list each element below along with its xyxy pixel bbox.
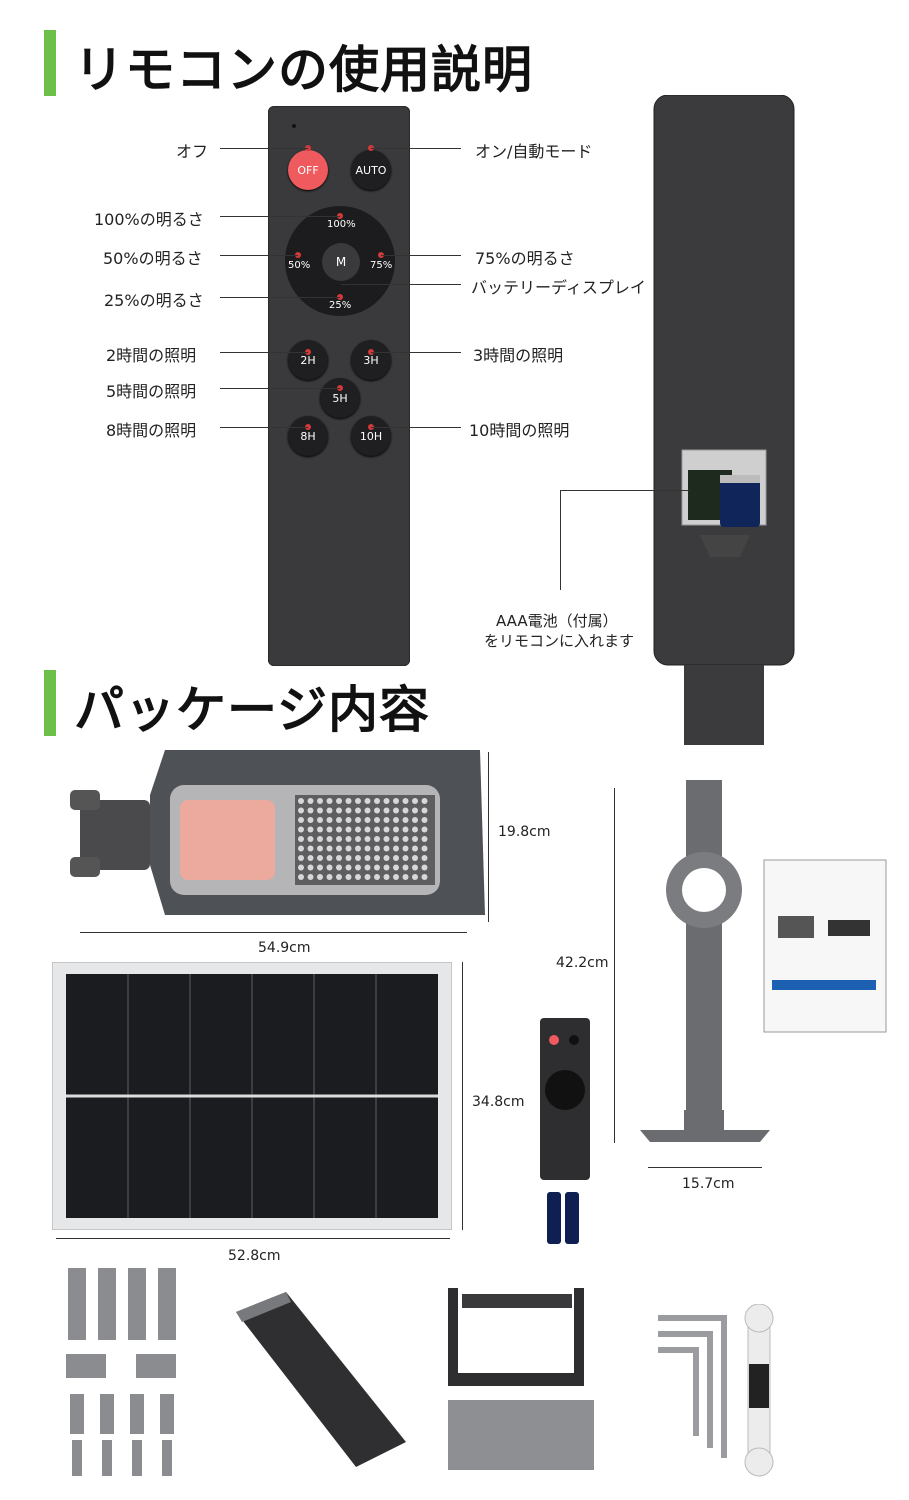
section-title-remote: リモコンの使用説明 <box>74 41 533 99</box>
battery-display-button: M <box>322 243 360 281</box>
label-5h: 5時間の照明 <box>106 382 197 401</box>
label-50: 50%の明るさ <box>103 249 203 268</box>
battery-note-line2: をリモコンに入れます <box>484 632 635 650</box>
label-100: 100%の明るさ <box>94 210 204 229</box>
section-title-package: パッケージ内容 <box>74 681 430 739</box>
label-battery-display: バッテリーディスプレイ <box>471 278 646 297</box>
dimension-line <box>80 932 467 933</box>
street-light-illustration <box>70 750 485 915</box>
mini-remote-illustration <box>540 1018 590 1180</box>
leader-line <box>371 427 461 428</box>
u-bracket-illustration <box>448 1288 584 1386</box>
leader-line <box>220 216 340 217</box>
ir-sensor <box>292 124 296 128</box>
label-off: オフ <box>176 142 209 161</box>
section-accent-bar <box>44 670 56 736</box>
timer-3h-button: 3H <box>351 340 391 380</box>
dimension-line <box>56 1238 450 1239</box>
solar-panel-illustration <box>52 962 452 1230</box>
leader-line <box>560 490 690 491</box>
indicator-dot <box>305 424 311 430</box>
remote-back-illustration <box>653 95 795 745</box>
led-grid <box>298 798 428 880</box>
timer-2h-button: 2H <box>288 340 328 380</box>
pole-height-label: 42.2cm <box>556 955 609 971</box>
leader-line <box>220 255 298 256</box>
timer-5h-button: 5H <box>320 378 360 418</box>
clamp-plate-illustration <box>448 1400 594 1470</box>
indicator-dot <box>337 385 343 391</box>
brightness-100-button: 100% <box>327 219 356 230</box>
leader-line <box>220 427 308 428</box>
pole-width-label: 15.7cm <box>682 1176 735 1192</box>
brightness-75-button: 75% <box>370 260 393 271</box>
aaa-batteries-illustration <box>547 1192 579 1244</box>
indicator-dot <box>305 349 311 355</box>
battery-note-line1: AAA電池（付属） <box>496 612 618 630</box>
hex-keys-illustration <box>658 1315 727 1458</box>
indicator-dot <box>337 294 343 300</box>
leader-line <box>371 352 461 353</box>
indicator-dot <box>305 145 311 151</box>
label-2h: 2時間の照明 <box>106 346 197 365</box>
timer-10h-button: 10H <box>351 416 391 456</box>
indicator-dot <box>295 252 301 258</box>
label-3h: 3時間の照明 <box>473 346 564 365</box>
label-on-auto: オン/自動モード <box>475 142 593 161</box>
auto-button: AUTO <box>351 150 391 190</box>
leader-line <box>371 148 461 149</box>
timer-8h-button: 8H <box>288 416 328 456</box>
light-height-label: 19.8cm <box>498 824 551 840</box>
section-accent-bar <box>44 30 56 96</box>
dimension-line <box>648 1167 762 1168</box>
wrench-illustration <box>744 1304 774 1477</box>
leader-line <box>560 490 561 590</box>
label-25: 25%の明るさ <box>104 291 204 310</box>
leader-line <box>341 284 461 285</box>
off-button: OFF <box>288 150 328 190</box>
panel-height-label: 34.8cm <box>472 1094 525 1110</box>
indicator-dot <box>337 213 343 219</box>
dimension-line <box>614 788 615 1143</box>
label-8h: 8時間の照明 <box>106 421 197 440</box>
bolts-illustration <box>66 1268 176 1476</box>
dimension-line <box>488 752 489 922</box>
leader-line <box>220 388 340 389</box>
label-10h: 10時間の照明 <box>469 421 570 440</box>
brightness-50-button: 50% <box>288 260 311 271</box>
leader-line <box>220 148 308 149</box>
dimension-line <box>462 962 463 1230</box>
manual-illustration <box>763 859 887 1033</box>
mounting-plate-illustration <box>236 1292 406 1467</box>
leader-line <box>220 297 340 298</box>
label-75: 75%の明るさ <box>475 249 575 268</box>
pole-illustration <box>640 780 770 1142</box>
brightness-25-button: 25% <box>329 300 352 311</box>
light-width-label: 54.9cm <box>258 940 311 956</box>
leader-line <box>381 255 461 256</box>
panel-width-label: 52.8cm <box>228 1248 281 1264</box>
leader-line <box>220 352 308 353</box>
